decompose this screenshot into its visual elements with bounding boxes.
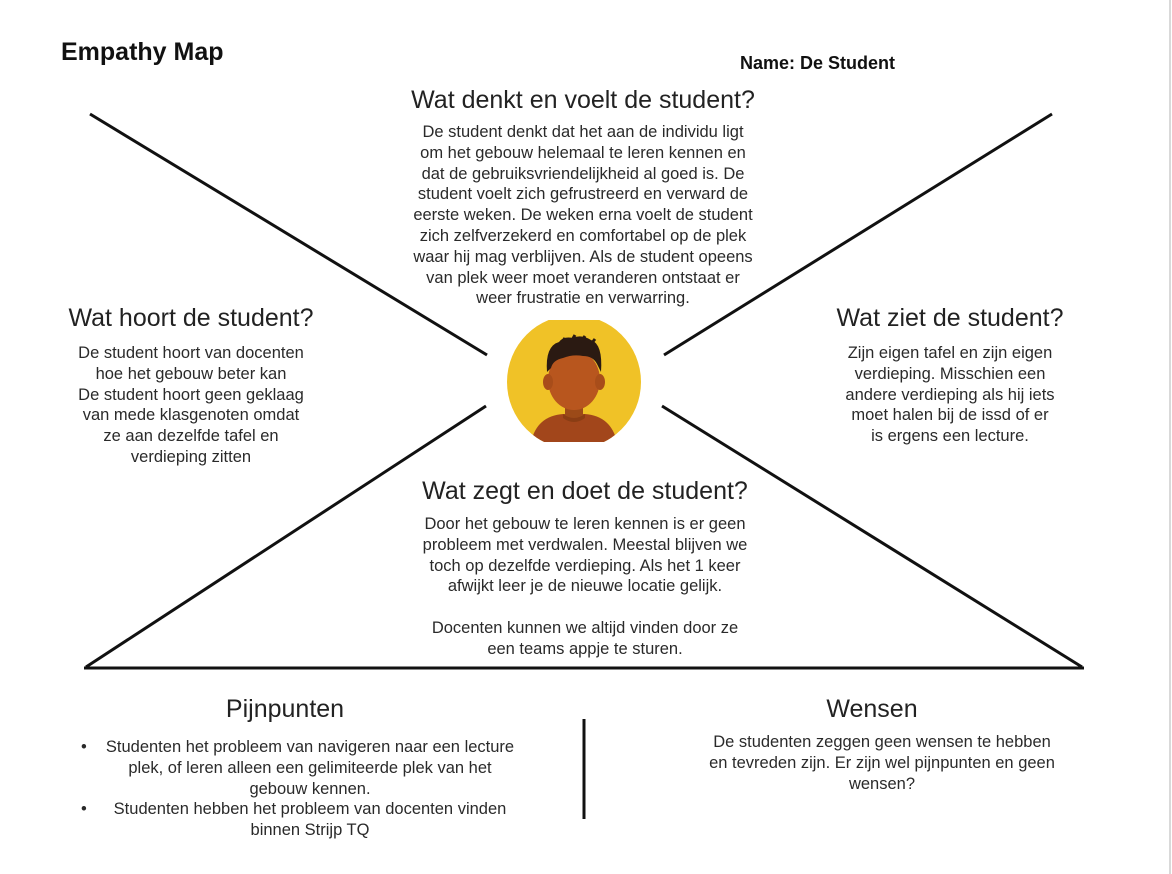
wishes-heading: Wensen (826, 695, 918, 723)
bullet-icon: • (81, 800, 87, 819)
persona-name: Name: De Student (740, 53, 896, 73)
page-edge-divider (1169, 0, 1171, 874)
say-do-heading: Wat zegt en doet de student? (422, 477, 748, 505)
say-do-text: Door het gebouw te leren kennen is er ge… (422, 515, 748, 658)
list-item: • Studenten hebben het probleem van doce… (78, 799, 518, 841)
see-heading: Wat ziet de student? (836, 304, 1064, 332)
pain-point-text: Studenten hebben het probleem van docent… (113, 800, 507, 840)
hear-heading: Wat hoort de student? (68, 304, 314, 332)
diagonal-bottom-left (85, 404, 487, 669)
diagonal-bottom-right (661, 404, 1083, 669)
person-avatar-icon (507, 320, 641, 442)
think-feel-heading: Wat denkt en voelt de student? (411, 86, 755, 114)
hear-text: De student hoort van docenten hoe het ge… (78, 344, 304, 466)
pain-point-text: Studenten het probleem van navigeren naa… (105, 738, 515, 798)
list-item: • Studenten het probleem van navigeren n… (78, 737, 518, 799)
diagonal-top-left (89, 112, 488, 357)
wishes-text: De studenten zeggen geen wensen te hebbe… (709, 733, 1055, 793)
pain-points-list: • Studenten het probleem van navigeren n… (78, 737, 518, 841)
diagonal-top-right (663, 112, 1053, 357)
see-text: Zijn eigen tafel en zijn eigen verdiepin… (845, 344, 1055, 446)
pain-points-heading: Pijnpunten (225, 695, 345, 723)
think-feel-text: De student denkt dat het aan de individu… (413, 123, 753, 308)
bullet-icon: • (81, 738, 87, 756)
page-title: Empathy Map (61, 38, 224, 66)
